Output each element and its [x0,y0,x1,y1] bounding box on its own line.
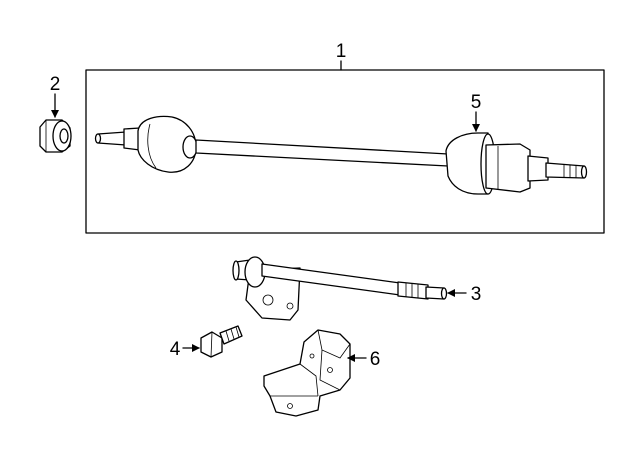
callout-5: 5 [471,92,482,113]
callout-1: 1 [336,41,347,62]
assembly-frame [85,69,605,234]
intermediate-shaft [232,256,448,321]
callout-2: 2 [50,74,61,95]
axle-shaft-assembly [94,115,588,195]
bolt [200,325,243,358]
callout-6: 6 [370,349,381,370]
callout-4: 4 [170,339,181,360]
bracket [263,329,351,417]
hub-nut [39,119,72,153]
callout-3: 3 [471,284,482,305]
